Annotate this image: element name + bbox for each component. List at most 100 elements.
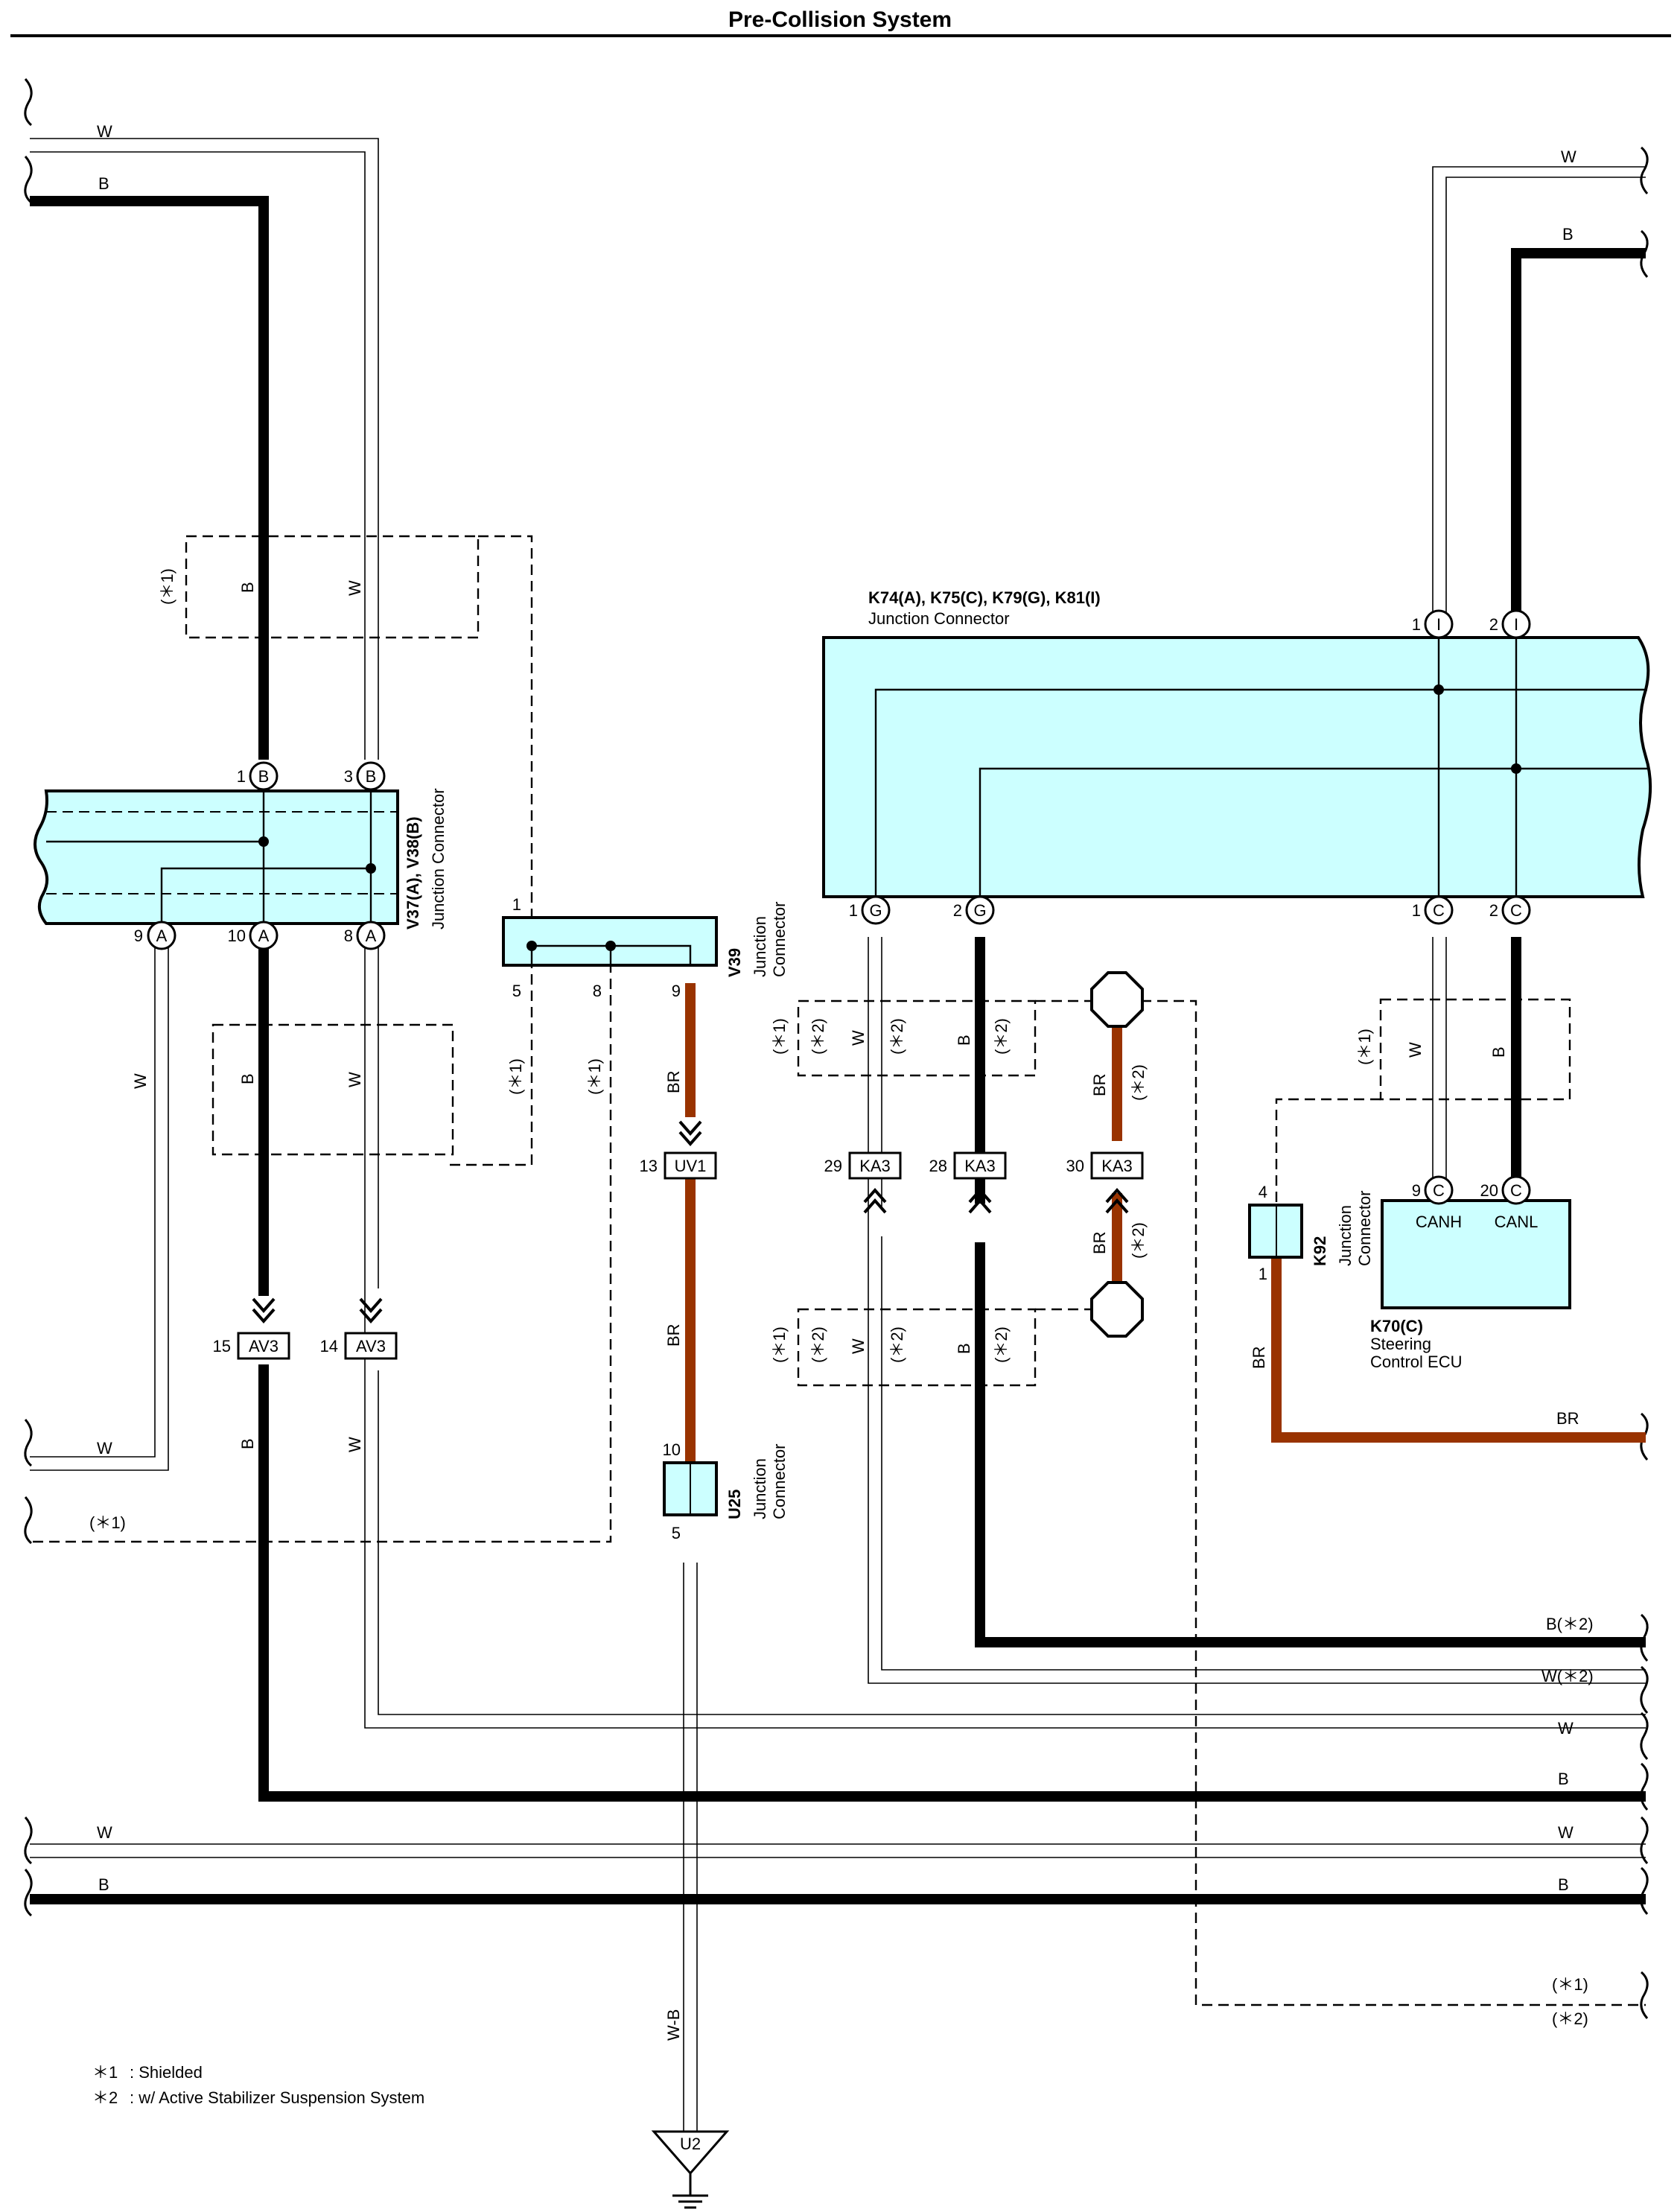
wire-label: W bbox=[346, 580, 364, 596]
wire-label: B bbox=[1489, 1046, 1508, 1058]
v39-pin-5-num: 5 bbox=[512, 982, 521, 1000]
k81-pin-1-num: 1 bbox=[1412, 615, 1421, 634]
wire-label: W bbox=[97, 122, 112, 141]
wire-label: (＊1) bbox=[770, 1018, 789, 1055]
wire-label: B(＊2) bbox=[1546, 1615, 1594, 1633]
ka3-29-code: KA3 bbox=[859, 1157, 891, 1175]
wire-label: (＊1) bbox=[89, 1513, 126, 1532]
note-1-mark: ＊1 bbox=[92, 2063, 118, 2082]
wire-label: B bbox=[955, 1343, 973, 1354]
pin-codes: B B A A A I I G G C C C C bbox=[156, 615, 1522, 1200]
wire-label: W bbox=[346, 1437, 364, 1452]
wire-label: W bbox=[849, 1030, 868, 1046]
u25-code: U25 bbox=[725, 1490, 744, 1519]
ka3-30-num: 30 bbox=[1066, 1157, 1084, 1175]
wire-label: (＊1) bbox=[1552, 1975, 1588, 1994]
v39-code: V39 bbox=[725, 948, 744, 977]
wire-label: BR bbox=[1556, 1409, 1579, 1428]
ground-u2: U2 bbox=[651, 2130, 730, 2209]
shield-dashed-lines bbox=[30, 535, 1646, 2006]
wire-label: (＊2) bbox=[888, 1018, 906, 1055]
wire-breaks-left bbox=[24, 78, 33, 1917]
u25-pin-5-num: 5 bbox=[672, 1524, 681, 1542]
wire-label: (＊2) bbox=[1552, 2009, 1588, 2028]
uv1-13-code: UV1 bbox=[675, 1157, 707, 1175]
v39-name-2: Connector bbox=[770, 901, 789, 977]
wire-label: W(＊2) bbox=[1541, 1667, 1594, 1685]
connector-k74: K74(A), K75(C), K79(G), K81(I) Junction … bbox=[822, 588, 1652, 898]
k79-pin-1-num: 1 bbox=[849, 901, 858, 920]
k92-name-1: Junction bbox=[1336, 1205, 1355, 1266]
u25-pin-10-num: 10 bbox=[663, 1440, 681, 1459]
wire-label: W bbox=[346, 1072, 364, 1087]
wire-label: BR bbox=[664, 1070, 683, 1093]
k70-code: K70(C) bbox=[1370, 1317, 1423, 1335]
ka3-30-code: KA3 bbox=[1101, 1157, 1133, 1175]
wire-label: W bbox=[1561, 147, 1576, 166]
wire-label: (＊1) bbox=[770, 1326, 789, 1363]
wire-label: (＊1) bbox=[506, 1058, 525, 1095]
v39-name-1: Junction bbox=[751, 916, 769, 977]
wire-label: (＊2) bbox=[888, 1326, 906, 1363]
wire-label: B bbox=[238, 1073, 257, 1084]
av3-14-code: AV3 bbox=[356, 1337, 386, 1356]
note-2-mark: ＊2 bbox=[92, 2088, 118, 2107]
k81-pin-2-code: I bbox=[1514, 615, 1518, 634]
k70-pin-20-code: C bbox=[1510, 1181, 1522, 1200]
wire-label: BR bbox=[664, 1323, 683, 1347]
k79-pin-2-code: G bbox=[973, 901, 986, 920]
v38-pin-1-code: B bbox=[258, 767, 270, 786]
wire-label: (＊1) bbox=[158, 568, 176, 605]
wire-label: B bbox=[98, 174, 109, 193]
v37-pin-9-code: A bbox=[156, 927, 168, 945]
wire-label: (＊1) bbox=[1355, 1029, 1374, 1065]
ka3-28-code: KA3 bbox=[964, 1157, 996, 1175]
k75-pin-1-code: C bbox=[1433, 901, 1445, 920]
uv1-13-num: 13 bbox=[640, 1157, 658, 1175]
v39-pin-1-num: 1 bbox=[512, 895, 521, 914]
connector-u25: U25 Junction Connector bbox=[663, 1443, 789, 1519]
v37-pin-10-code: A bbox=[258, 927, 270, 945]
note-2-text: : w/ Active Stabilizer Suspension System bbox=[130, 2088, 424, 2107]
wire-label: (＊2) bbox=[809, 1018, 827, 1055]
v38-pin-3-num: 3 bbox=[344, 767, 353, 786]
v39-pin-9-num: 9 bbox=[672, 982, 681, 1000]
wire-label: B bbox=[1562, 225, 1574, 244]
wire-label: B bbox=[1558, 1770, 1569, 1788]
connector-v37-v38: V37(A), V38(B) Junction Connector bbox=[34, 788, 448, 929]
pin-circles bbox=[147, 609, 1531, 1205]
wire-label: W-B bbox=[664, 2009, 683, 2041]
k70-pin-9-code: C bbox=[1433, 1181, 1445, 1200]
wire-label: W bbox=[1558, 1823, 1574, 1842]
wire-label: W bbox=[97, 1823, 112, 1842]
k79-pin-1-code: G bbox=[869, 901, 882, 920]
k75-pin-2-num: 2 bbox=[1489, 901, 1498, 920]
wire-label: (＊2) bbox=[1129, 1064, 1148, 1101]
v38-pin-3-code: B bbox=[366, 767, 377, 786]
wire-label: B bbox=[1558, 1875, 1569, 1894]
wire-label: W bbox=[131, 1073, 150, 1089]
wire-label: W bbox=[97, 1439, 112, 1458]
brown-wires bbox=[685, 983, 1646, 1463]
v37-pin-10-num: 10 bbox=[228, 927, 246, 945]
k70-name-2: Control ECU bbox=[1370, 1353, 1462, 1371]
wire-label: BR bbox=[1090, 1073, 1109, 1096]
k81-pin-2-num: 2 bbox=[1489, 615, 1498, 634]
wire-label: W bbox=[1558, 1719, 1574, 1738]
white-wires bbox=[30, 138, 1646, 2132]
wire-label: B bbox=[955, 1035, 973, 1046]
ecu-k70: CANH CANL K70(C) Steering Control ECU bbox=[1370, 1199, 1571, 1371]
page-title: Pre-Collision System bbox=[728, 7, 952, 32]
ground-code: U2 bbox=[680, 2135, 701, 2153]
wire-label: (＊2) bbox=[992, 1326, 1011, 1363]
k81-pin-1-code: I bbox=[1436, 615, 1441, 634]
wire-label: (＊2) bbox=[809, 1326, 827, 1363]
k74-code: K74(A), K75(C), K79(G), K81(I) bbox=[868, 588, 1101, 607]
k92-pin-4-num: 4 bbox=[1259, 1183, 1267, 1201]
wire-label: B bbox=[238, 1438, 257, 1449]
wire-label: BR bbox=[1250, 1346, 1268, 1369]
black-wires bbox=[30, 196, 1646, 1904]
wire-label: W bbox=[849, 1338, 868, 1354]
k92-code: K92 bbox=[1311, 1236, 1329, 1266]
